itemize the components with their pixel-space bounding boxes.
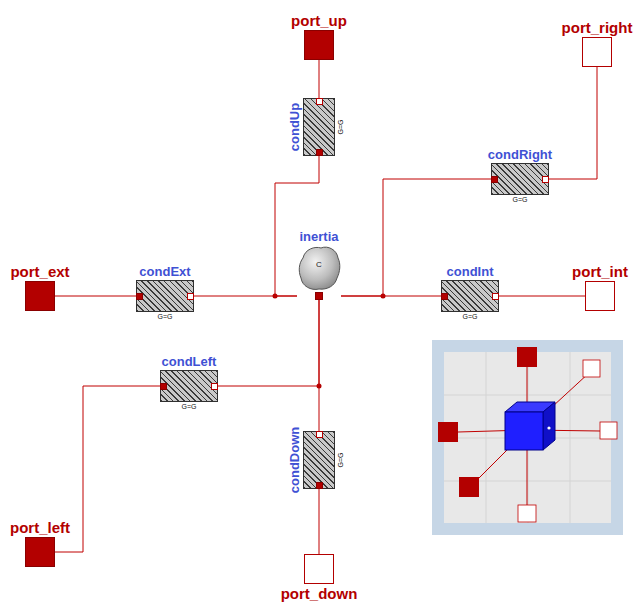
- component-name: condUp: [288, 103, 301, 151]
- component-name: condDown: [288, 427, 301, 493]
- heat-port-filled: port_up: [304, 30, 334, 60]
- component-name: condInt: [447, 265, 494, 278]
- icon-port: [600, 422, 617, 439]
- component-icon: [432, 340, 623, 535]
- conductor-box: condLeftG=G: [160, 370, 218, 402]
- parameter-value: G=G: [158, 313, 173, 320]
- conductor-port: [211, 383, 218, 390]
- thermal-wire: [194, 296, 297, 297]
- thermal-wire: [55, 386, 160, 552]
- icon-wires: [458, 367, 600, 505]
- conductor-port: [492, 293, 499, 300]
- conductor-box: condDownG=G: [303, 431, 335, 489]
- conductor-port: [160, 383, 167, 390]
- heat-port-open: port_right: [582, 37, 612, 67]
- conductor-port: [316, 482, 323, 489]
- icon-port: [518, 505, 536, 522]
- conductor-port: [316, 431, 323, 438]
- icon-port: [438, 422, 458, 442]
- parameter-value: G=G: [463, 313, 478, 320]
- thermal-wire: [341, 179, 491, 296]
- conductor-port: [136, 293, 143, 300]
- parameter-value: G=G: [337, 453, 344, 468]
- conductor-port: [316, 98, 323, 105]
- capacitor-symbol-text: C: [316, 261, 322, 269]
- icon-background: [444, 352, 611, 523]
- blob-outline: [299, 247, 340, 289]
- conductor-box: condExtG=G: [136, 280, 194, 312]
- thermal-wire: [319, 489, 320, 554]
- icon-frame: [432, 340, 623, 535]
- icon-port: [583, 360, 600, 377]
- conductor-port: [316, 149, 323, 156]
- thermal-wire: [499, 296, 585, 297]
- conductor-box: condIntG=G: [441, 280, 499, 312]
- conductor-port: [542, 176, 549, 183]
- heat-capacitor: inertiaC: [297, 244, 341, 300]
- component-name: condRight: [488, 148, 552, 161]
- thermal-wire: [549, 67, 597, 179]
- thermal-wire: [55, 296, 136, 297]
- thermal-wire: [319, 60, 320, 98]
- port-name: port_ext: [10, 264, 69, 279]
- cube-side: [543, 402, 555, 450]
- conductor-port: [491, 176, 498, 183]
- conductor-box: condRightG=G: [491, 163, 549, 195]
- cube-dot: [547, 426, 550, 429]
- junction-dots: [273, 294, 386, 389]
- port-name: port_int: [572, 264, 628, 279]
- heat-port-open: port_int: [585, 281, 615, 311]
- heat-port-filled: port_ext: [25, 281, 55, 311]
- capacitor-port: [315, 292, 323, 300]
- thermal-wire: [218, 300, 319, 386]
- port-name: port_down: [281, 586, 358, 601]
- thermal-wire: [319, 300, 320, 431]
- parameter-value: G=G: [513, 196, 528, 203]
- icon-grid: [444, 352, 611, 523]
- port-name: port_left: [10, 520, 70, 535]
- parameter-value: G=G: [337, 120, 344, 135]
- thermal-wire: [341, 296, 441, 297]
- heat-port-open: port_down: [304, 554, 334, 584]
- port-name: port_up: [291, 13, 347, 28]
- heat-port-filled: port_left: [25, 537, 55, 567]
- component-name: condExt: [139, 265, 190, 278]
- parameter-value: G=G: [182, 403, 197, 410]
- conductor-port: [187, 293, 194, 300]
- component-name: inertia: [299, 230, 338, 243]
- conductor-box: condUpG=G: [303, 98, 335, 156]
- conductor-port: [441, 293, 448, 300]
- component-name: condLeft: [162, 355, 217, 368]
- icon-port: [459, 477, 479, 497]
- port-name: port_right: [562, 20, 633, 35]
- cube-front: [505, 412, 543, 450]
- icon-port: [517, 347, 537, 367]
